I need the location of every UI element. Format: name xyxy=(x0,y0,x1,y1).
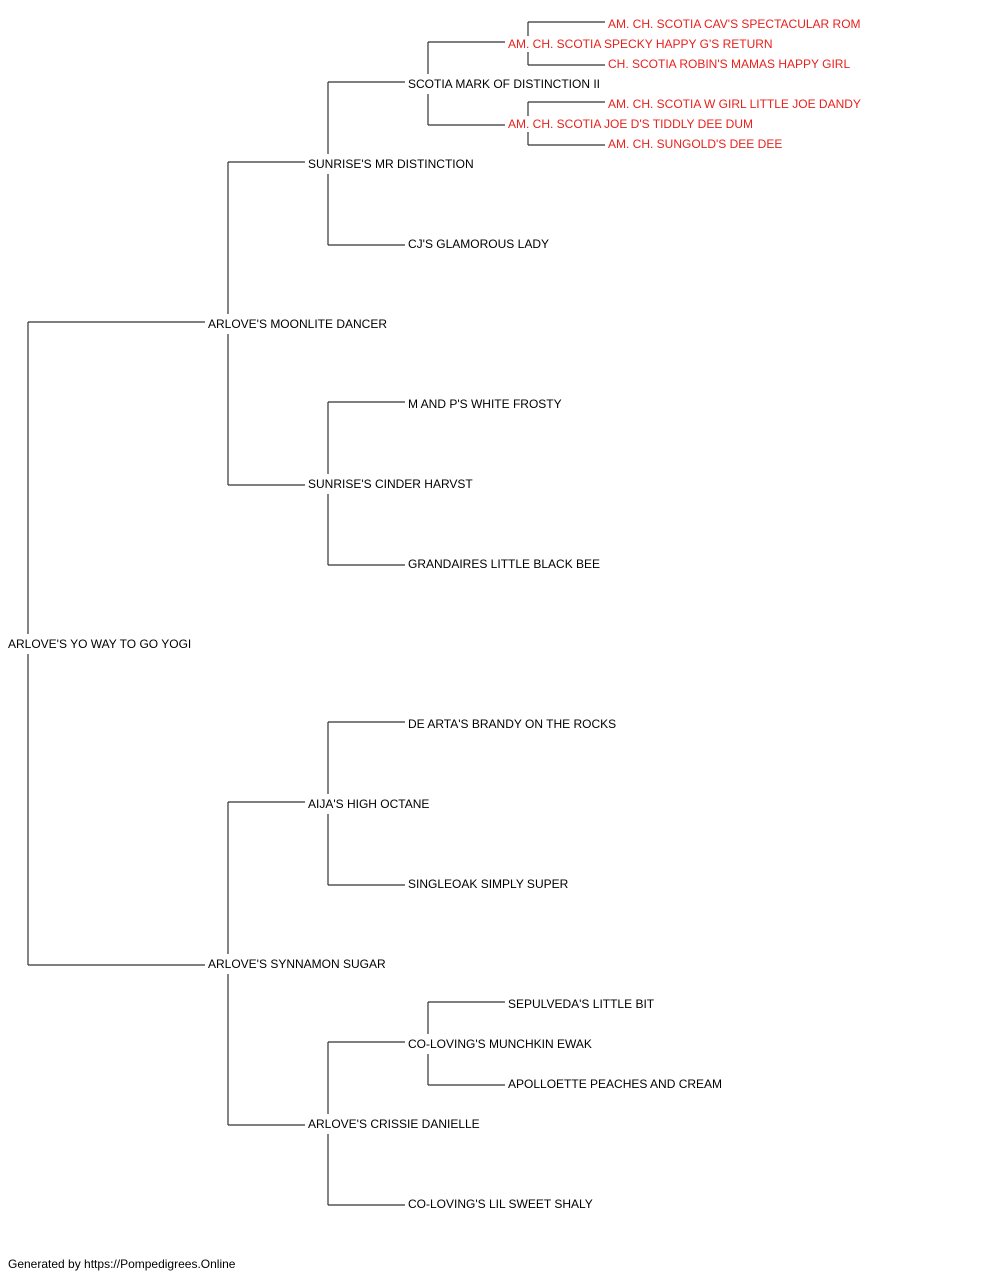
dam-sire-name: AIJA'S HIGH OCTANE xyxy=(308,797,430,811)
sire-dam-sire-name: M AND P'S WHITE FROSTY xyxy=(408,397,562,411)
dam-dam-sire-dam-name: APOLLOETTE PEACHES AND CREAM xyxy=(508,1077,723,1091)
sire-sire-dam-name: CJ'S GLAMOROUS LADY xyxy=(408,237,549,251)
dam-dam-sire-sire-name: SEPULVEDA'S LITTLE BIT xyxy=(508,997,655,1011)
sire-sire-sire-dam-sire-name: AM. CH. SCOTIA W GIRL LITTLE JOE DANDY xyxy=(608,97,861,111)
sire-sire-sire-sire-name: AM. CH. SCOTIA SPECKY HAPPY G'S RETURN xyxy=(508,37,773,51)
subject-name: ARLOVE'S YO WAY TO GO YOGI xyxy=(8,637,192,651)
sire-dam-name: SUNRISE'S CINDER HARVST xyxy=(308,477,473,491)
sire-sire-sire-name: SCOTIA MARK OF DISTINCTION II xyxy=(408,77,601,91)
sire-name: ARLOVE'S MOONLITE DANCER xyxy=(208,317,387,331)
dam-name: ARLOVE'S SYNNAMON SUGAR xyxy=(208,957,386,971)
dam-dam-dam-name: CO-LOVING'S LIL SWEET SHALY xyxy=(408,1197,593,1211)
dam-dam-sire-name: CO-LOVING'S MUNCHKIN EWAK xyxy=(408,1037,592,1051)
sire-sire-sire-dam-dam-name: AM. CH. SUNGOLD'S DEE DEE xyxy=(608,137,783,151)
dam-sire-dam-name: SINGLEOAK SIMPLY SUPER xyxy=(408,877,569,891)
dam-sire-sire-name: DE ARTA'S BRANDY ON THE ROCKS xyxy=(408,717,617,731)
dam-dam-name: ARLOVE'S CRISSIE DANIELLE xyxy=(308,1117,480,1131)
sire-dam-dam-name: GRANDAIRES LITTLE BLACK BEE xyxy=(408,557,601,571)
sire-sire-name: SUNRISE'S MR DISTINCTION xyxy=(308,157,474,171)
sire-sire-sire-sire-sire-name: AM. CH. SCOTIA CAV'S SPECTACULAR ROM xyxy=(608,17,861,31)
sire-sire-sire-sire-dam-name: CH. SCOTIA ROBIN'S MAMAS HAPPY GIRL xyxy=(608,57,851,71)
sire-sire-sire-dam-name: AM. CH. SCOTIA JOE D'S TIDDLY DEE DUM xyxy=(508,117,753,131)
footer-credit: Generated by https://Pompedigrees.Online xyxy=(8,1257,236,1271)
